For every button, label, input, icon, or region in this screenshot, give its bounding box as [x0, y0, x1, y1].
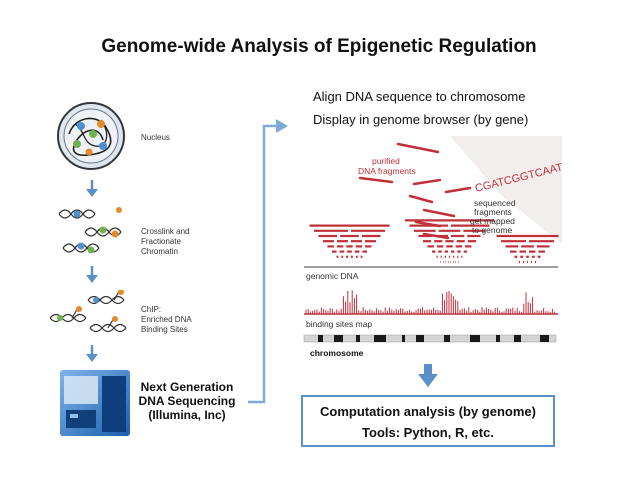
nucleus-label: Nucleus	[141, 133, 170, 142]
ngs-label: Next Generation DNA Sequencing (Illumina…	[135, 380, 239, 422]
down-arrow-icon	[418, 364, 438, 387]
chromosome-band	[444, 335, 450, 342]
chromosome-band	[416, 335, 424, 342]
alignment-illustration: purified DNA fragments CGATCGGTCAAT sequ…	[300, 134, 562, 364]
connector-arrow	[248, 119, 288, 404]
computation-box: Computation analysis (by genome) Tools: …	[301, 395, 555, 447]
crosslink-label: Crosslink and Fractionate Chromatin	[141, 227, 189, 257]
chromosome-ideogram	[303, 334, 557, 343]
sequenced-label-line-1: sequenced	[474, 198, 516, 208]
computation-line-2: Tools: Python, R, etc.	[362, 425, 494, 440]
purified-label-line-2: DNA fragments	[358, 166, 416, 176]
chip-dna-illustration	[49, 290, 127, 333]
align-caption: Align DNA sequence to chromosome	[313, 89, 526, 104]
chip-label-line-1: ChIP:	[141, 305, 162, 314]
crosslink-dna-illustration	[58, 207, 122, 254]
display-caption: Display in genome browser (by gene)	[313, 112, 529, 127]
computation-line-1: Computation analysis (by genome)	[320, 404, 536, 419]
purified-label-line-1: purified	[372, 156, 400, 166]
down-arrow-icon	[86, 266, 98, 283]
down-arrow-icon	[86, 180, 98, 197]
crosslink-label-line-2: Fractionate	[141, 237, 182, 246]
chip-label: ChIP: Enriched DNA Binding Sites	[141, 305, 192, 335]
ngs-label-line-3: (Illumina, Inc)	[148, 408, 226, 422]
chromosome-band	[374, 335, 386, 342]
crosslink-label-line-3: Chromatin	[141, 247, 178, 256]
page-title: Genome-wide Analysis of Epigenetic Regul…	[101, 36, 537, 57]
chip-label-line-2: Enriched DNA	[141, 315, 192, 324]
ngs-label-line-1: Next Generation	[140, 380, 234, 394]
sequenced-label-line-3: get mapped	[470, 216, 515, 226]
chromosome-band	[356, 335, 360, 342]
chromosome-band	[318, 335, 323, 342]
chromosome-band	[470, 335, 480, 342]
chromosome-band	[540, 335, 549, 342]
nucleus-illustration	[57, 102, 125, 170]
down-arrow-icon	[86, 345, 98, 362]
chromosome-band	[334, 335, 343, 342]
genomic-dna-label: genomic DNA	[306, 271, 359, 281]
binding-map-label: binding sites map	[306, 319, 372, 329]
sequencer-machine-illustration	[60, 370, 130, 436]
sequenced-label-line-4: to genome	[472, 225, 512, 235]
chromosome-band	[402, 335, 405, 342]
chromosome-band	[496, 335, 500, 342]
binding-sites-map	[305, 290, 556, 314]
sequenced-label-line-2: fragments	[474, 207, 512, 217]
chromosome-band	[514, 335, 521, 342]
ngs-label-line-2: DNA Sequencing	[138, 394, 236, 408]
chip-label-line-3: Binding Sites	[141, 325, 188, 334]
crosslink-label-line-1: Crosslink and	[141, 227, 190, 236]
chromosome-label: chromosome	[310, 348, 364, 358]
